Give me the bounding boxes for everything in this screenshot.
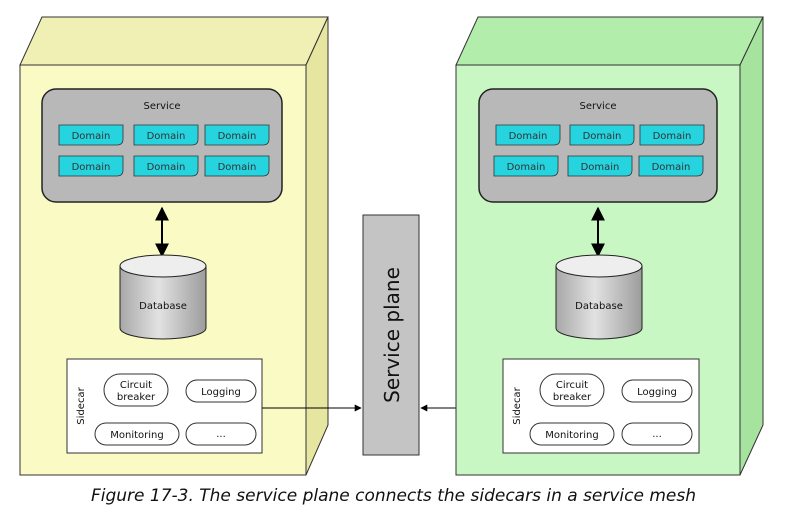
left-node: Service Domain Domain Domain Domain Doma… [19, 16, 329, 476]
right-node: Service Domain Domain Domain Domain Doma… [455, 16, 764, 476]
left-sidecar-logging: Logging [185, 379, 257, 403]
right-domain-5: Domain [567, 155, 633, 177]
svg-text:Domain: Domain [652, 162, 691, 173]
right-sidecar-monitoring: Monitoring [529, 422, 615, 446]
right-sidecar-label: Sidecar [512, 386, 523, 424]
service-plane: Service plane [362, 214, 420, 456]
right-sidecar-logging: Logging [621, 379, 693, 403]
svg-text:Logging: Logging [637, 387, 677, 398]
svg-text:Domain: Domain [147, 131, 186, 142]
svg-text:Domain: Domain [72, 162, 111, 173]
svg-text:...: ... [216, 429, 226, 440]
left-service-title: Service [144, 101, 181, 112]
right-domain-6: Domain [638, 155, 704, 177]
svg-text:Domain: Domain [218, 162, 257, 173]
svg-text:Domain: Domain [653, 131, 692, 142]
left-domain-4: Domain [58, 155, 124, 177]
svg-text:Domain: Domain [583, 131, 622, 142]
left-database-label: Database [139, 301, 187, 312]
figure-caption: Figure 17-3. The service plane connects … [90, 486, 697, 506]
svg-text:Monitoring: Monitoring [110, 430, 163, 441]
right-domain-3: Domain [639, 124, 705, 146]
right-domain-1: Domain [495, 124, 561, 146]
svg-text:Domain: Domain [507, 162, 546, 173]
service-plane-label: Service plane [380, 267, 404, 403]
left-sidecar-label: Sidecar [76, 386, 87, 424]
svg-text:Logging: Logging [201, 387, 241, 398]
left-domain-3: Domain [204, 124, 270, 146]
left-database: Database [119, 254, 207, 340]
right-domain-2: Domain [569, 124, 635, 146]
right-service-title: Service [580, 101, 617, 112]
svg-text:Domain: Domain [72, 131, 111, 142]
right-sidecar-more: ... [621, 422, 693, 446]
right-database: Database [555, 254, 643, 340]
left-domain-1: Domain [58, 124, 124, 146]
svg-text:...: ... [652, 429, 662, 440]
left-domain-6: Domain [204, 155, 270, 177]
svg-text:Domain: Domain [147, 162, 186, 173]
left-domain-5: Domain [133, 155, 199, 177]
svg-text:Domain: Domain [509, 131, 548, 142]
svg-text:Domain: Domain [581, 162, 620, 173]
left-sidecar-more: ... [185, 422, 257, 446]
left-service-box: Service Domain Domain Domain Domain Doma… [41, 88, 283, 203]
svg-text:Domain: Domain [218, 131, 257, 142]
right-domain-4: Domain [493, 155, 559, 177]
right-service-box: Service Domain Domain Domain Domain Doma… [478, 88, 718, 203]
right-database-label: Database [575, 301, 623, 312]
left-sidecar-monitoring: Monitoring [94, 422, 180, 446]
svg-text:Monitoring: Monitoring [545, 430, 598, 441]
left-domain-2: Domain [133, 124, 199, 146]
